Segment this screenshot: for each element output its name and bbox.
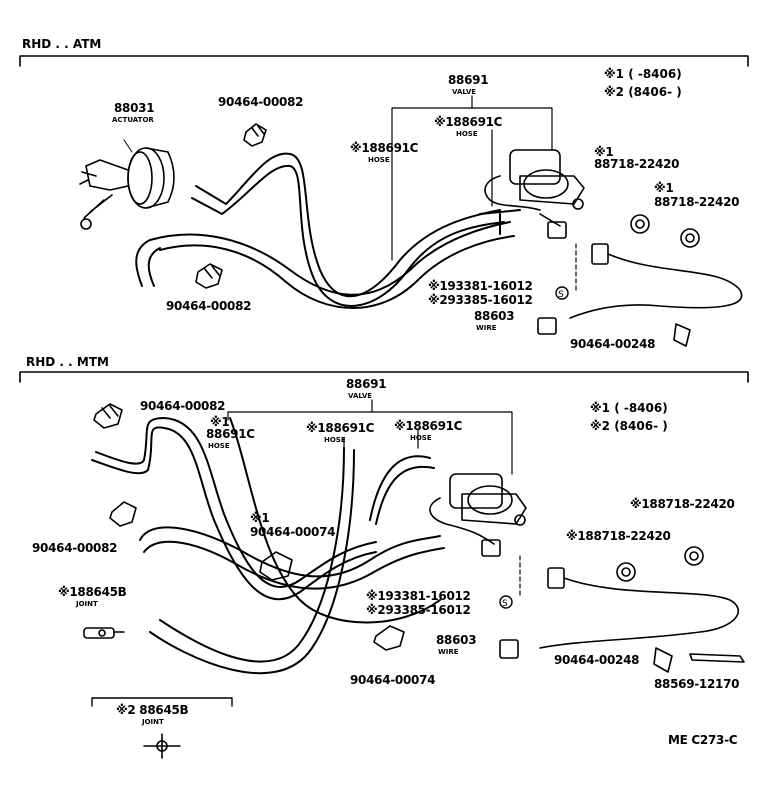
mtm-hose-right-name: HOSE	[410, 434, 432, 442]
mtm-clip-top-part-number: 90464-00082	[140, 399, 226, 413]
mtm-clip-wire-part-number: 90464-00248	[554, 653, 640, 667]
mtm-hose-mid-part-number: ※188691C	[306, 421, 375, 435]
mtm-wire-part-number: 88603	[436, 633, 477, 647]
mtm-clamp1-part-number: ※188718-22420	[566, 529, 671, 543]
actuator-name: ACTUATOR	[112, 116, 154, 124]
valve-mtm	[429, 473, 527, 557]
section-atm-header: RHD . . ATM	[22, 37, 102, 51]
mtm-clamp2-part-number: ※188718-22420	[630, 497, 735, 511]
atm-hose-a-name: HOSE	[368, 156, 390, 164]
mtm-joint2-part-number: ※2 88645B	[116, 703, 189, 717]
atm-clip-bottom-part-number: 90464-00082	[166, 299, 252, 313]
clip-atm-bottom	[195, 263, 223, 289]
legend-mtm-2: ※2 (8406- )	[590, 419, 668, 433]
atm-valve-name: VALVE	[452, 88, 477, 96]
mtm-hose-left-mark: ※1	[210, 415, 230, 429]
clip-atm-top	[243, 123, 267, 147]
hoses-atm	[135, 152, 521, 309]
atm-screw2-part-number: ※293385-16012	[428, 293, 533, 307]
mtm-clip-mid-part-number: 90464-00074	[250, 525, 336, 539]
mtm-band-part-number: 88569-12170	[654, 677, 740, 691]
joint-mtm	[83, 627, 125, 639]
clip-mtm-left	[109, 501, 137, 527]
clamps-atm	[630, 214, 700, 248]
atm-valve-part-number: 88691	[448, 73, 489, 87]
legend-atm-2: ※2 (8406- )	[604, 85, 682, 99]
atm-hose-b-name: HOSE	[456, 130, 478, 138]
section-atm-drawing: S	[19, 55, 749, 347]
mtm-hose-right-part-number: ※188691C	[394, 419, 463, 433]
mtm-hose-left-part-number: 88691C	[206, 427, 255, 441]
hoses-mtm	[91, 417, 445, 675]
atm-hose-a-part-number: ※188691C	[350, 141, 419, 155]
atm-screw1-part-number: ※193381-16012	[428, 279, 533, 293]
section-mtm-drawing: S	[19, 371, 749, 759]
mtm-screw1-part-number: ※193381-16012	[366, 589, 471, 603]
mtm-hose-mid-name: HOSE	[324, 436, 346, 444]
mtm-screw2-part-number: ※293385-16012	[366, 603, 471, 617]
diagram-code: ME C273-C	[668, 733, 738, 747]
mtm-valve-part-number: 88691	[346, 377, 387, 391]
mtm-joint-name: JOINT	[76, 600, 98, 608]
atm-clip-top-part-number: 90464-00082	[218, 95, 304, 109]
atm-clip-wire-part-number: 90464-00248	[570, 337, 656, 351]
actuator-part-number: 88031	[114, 101, 155, 115]
atm-clamp2-mark: ※1	[654, 181, 674, 195]
clip-mtm-top	[93, 403, 123, 429]
svg-text:S: S	[558, 290, 564, 300]
clip-mtm-mid	[259, 551, 293, 581]
actuator-part	[79, 139, 175, 230]
mtm-joint-part-number: ※188645B	[58, 585, 127, 599]
section-mtm-header: RHD . . MTM	[26, 355, 109, 369]
atm-clamp2-part-number: 88718-22420	[654, 195, 740, 209]
clip-mtm-bottom	[373, 625, 405, 651]
legend-atm-1: ※1 ( -8406)	[604, 67, 682, 81]
clamps-mtm	[616, 546, 704, 582]
joint2-part	[143, 733, 181, 759]
atm-clamp1-part-number: 88718-22420	[594, 157, 680, 171]
svg-text:S: S	[502, 599, 508, 609]
atm-wire-part-number: 88603	[474, 309, 515, 323]
mtm-joint2-name: JOINT	[142, 718, 164, 726]
atm-hose-b-part-number: ※188691C	[434, 115, 503, 129]
legend-mtm-1: ※1 ( -8406)	[590, 401, 668, 415]
mtm-clip-left-part-number: 90464-00082	[32, 541, 118, 555]
mtm-clip-bottom-part-number: 90464-00074	[350, 673, 436, 687]
atm-clamp1-mark: ※1	[594, 145, 614, 159]
atm-wire-name: WIRE	[476, 324, 497, 332]
mtm-wire-name: WIRE	[438, 648, 459, 656]
mtm-clip-mid-mark: ※1	[250, 511, 270, 525]
mtm-valve-name: VALVE	[348, 392, 373, 400]
mtm-hose-left-name: HOSE	[208, 442, 230, 450]
wire-mtm	[499, 567, 745, 673]
wire-atm	[537, 243, 743, 347]
valve-atm	[484, 149, 585, 239]
